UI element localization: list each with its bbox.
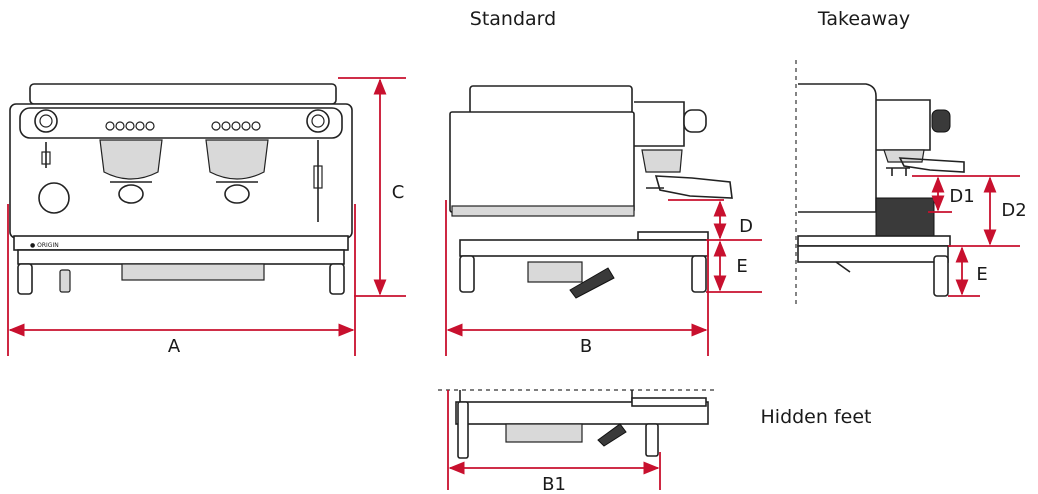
dimension-A: A <box>7 204 356 357</box>
dimension-label-D1: D1 <box>949 186 974 207</box>
takeaway-view-machine <box>795 60 965 308</box>
standard-side-view-machine <box>449 85 733 299</box>
svg-text:● ORIGIN: ● ORIGIN <box>30 242 59 249</box>
dimension-label-E-standard: E <box>736 256 747 277</box>
dimension-D1: D1 <box>912 175 1020 213</box>
dimension-label-B1: B1 <box>542 474 566 494</box>
button-row-left <box>105 121 155 131</box>
dimension-B: B <box>445 200 709 357</box>
button-row-right <box>211 121 261 131</box>
takeaway-view-title: Takeaway <box>817 8 910 30</box>
dimension-label-D: D <box>739 216 753 237</box>
dimension-label-C: C <box>392 182 405 203</box>
standard-view-title: Standard <box>470 8 556 30</box>
dimension-E-standard: E <box>706 240 762 293</box>
dimension-label-E-takeaway: E <box>976 264 987 285</box>
dimension-D: D <box>668 199 762 241</box>
hidden-feet-machine <box>438 389 716 459</box>
front-view-machine: ● ORIGIN <box>9 83 353 295</box>
dimension-B1: B1 <box>447 390 661 494</box>
dimension-label-A: A <box>168 336 181 357</box>
dimension-D2: D2 <box>948 176 1027 247</box>
dimension-C: C <box>338 77 406 297</box>
dimension-label-B: B <box>580 336 592 357</box>
dimension-E-takeaway: E <box>948 246 988 297</box>
dimension-label-D2: D2 <box>1001 200 1026 221</box>
hidden-feet-title: Hidden feet <box>761 406 872 428</box>
